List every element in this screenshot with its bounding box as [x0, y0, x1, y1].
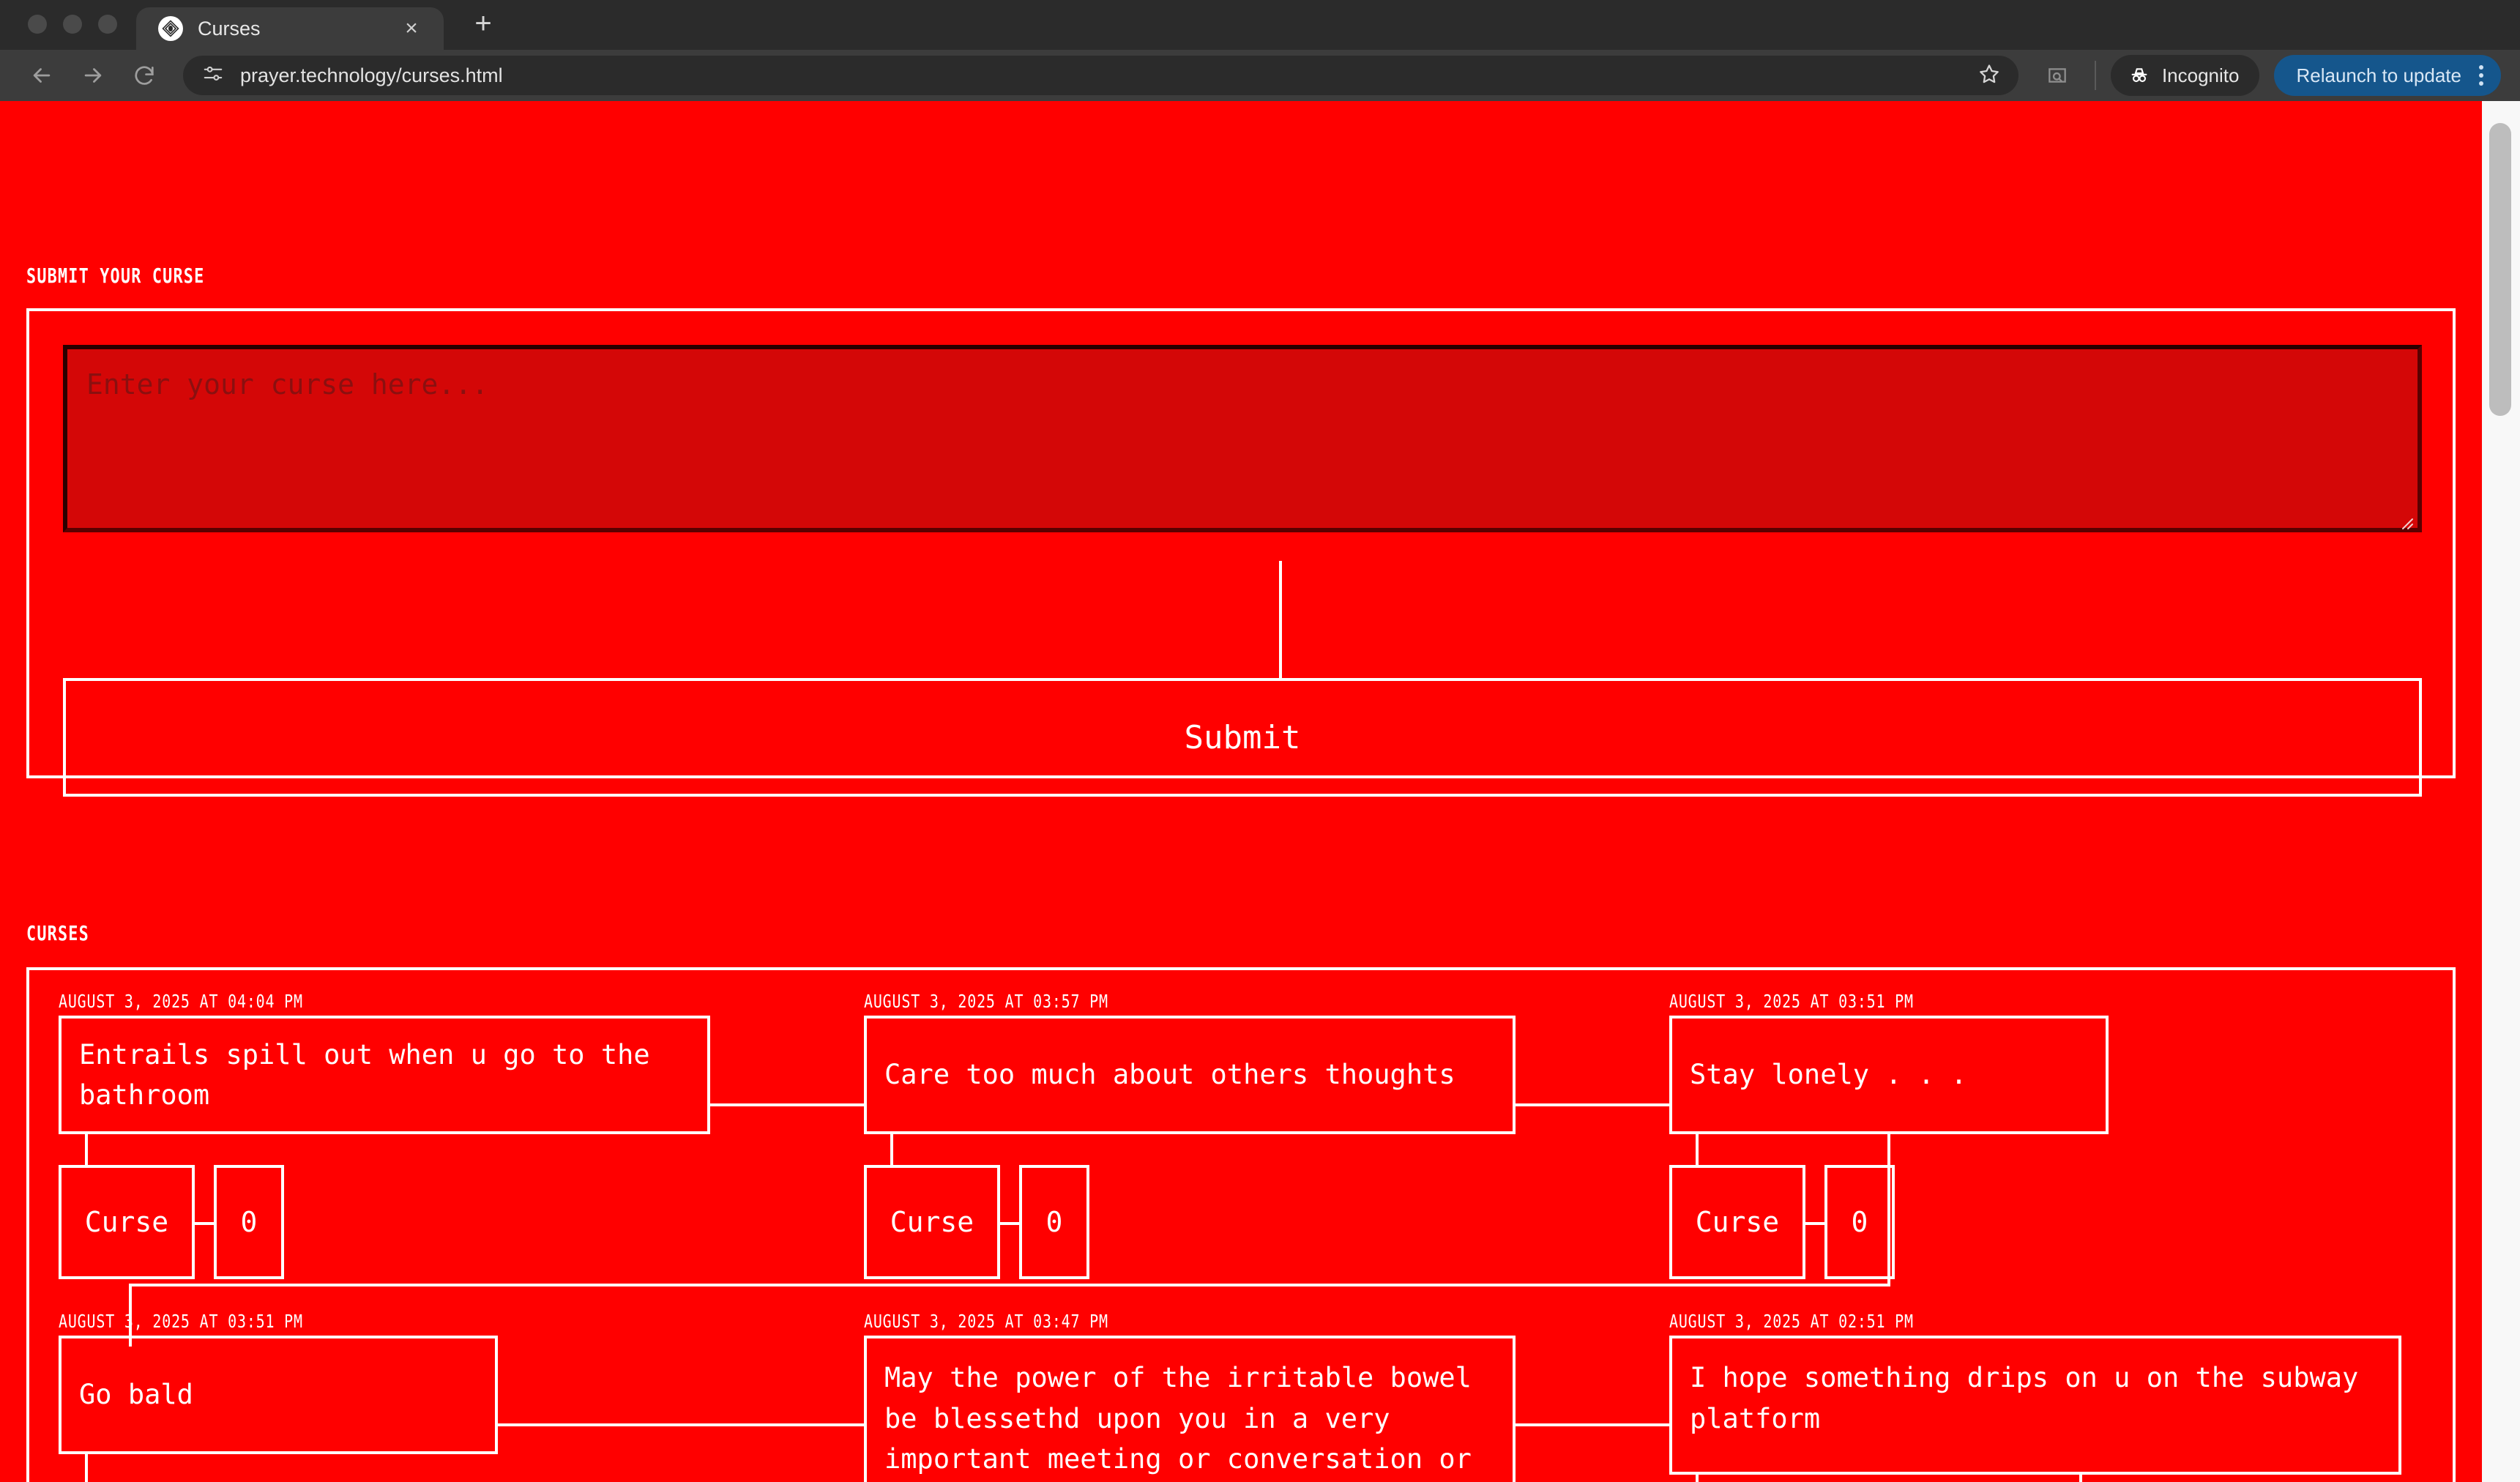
browser-toolbar: prayer.technology/curses.html [0, 50, 2520, 101]
window-controls [0, 15, 136, 50]
tab-strip: Curses × + [0, 0, 2520, 50]
curses-grid: AUGUST 3, 2025 AT 04:04 PM Entrails spil… [29, 970, 2453, 1482]
maximize-window-button[interactable] [98, 15, 117, 34]
curses-row: AUGUST 3, 2025 AT 03:51 PM Go bald Curse… [29, 1290, 2453, 1482]
connector-line [1696, 1475, 1699, 1482]
connector-line [1000, 1222, 1019, 1225]
forward-button[interactable] [70, 53, 116, 98]
connector-line [129, 1284, 1890, 1286]
toolbar-right-group: Incognito Relaunch to update [2035, 53, 2501, 98]
incognito-label: Incognito [2161, 64, 2240, 86]
submit-button[interactable]: Submit [63, 678, 2422, 797]
submit-section-label: SUBMIT YOUR CURSE [26, 264, 205, 288]
connector-line [1887, 1134, 1890, 1285]
connector-line [129, 1284, 132, 1347]
curses-row: AUGUST 3, 2025 AT 04:04 PM Entrails spil… [29, 970, 2453, 1290]
incognito-indicator[interactable]: Incognito [2110, 55, 2260, 96]
page-viewport: SUBMIT YOUR CURSE Submit CURSES [0, 101, 2520, 1482]
curse-action-button[interactable]: Curse [864, 1165, 1000, 1279]
curse-count: 0 [1824, 1165, 1895, 1279]
back-button[interactable] [19, 53, 64, 98]
curse-actions: Curse 0 [1669, 1165, 1895, 1279]
connector-line [1516, 1103, 1672, 1106]
incognito-icon [2128, 64, 2150, 86]
connector-line [85, 1134, 88, 1165]
connector-line [1696, 1134, 1699, 1165]
curse-text-card: May the power of the irritable bowel be … [864, 1336, 1516, 1482]
curse-input[interactable] [63, 345, 2422, 532]
curse-text-card: Care too much about others thoughts [864, 1016, 1516, 1134]
tab-search-icon[interactable] [2035, 53, 2080, 98]
curse-text-card: I hope something drips on u on the subwa… [1669, 1336, 2401, 1475]
curse-actions: Curse 0 [864, 1165, 1089, 1279]
curse-text-card: Entrails spill out when u go to the bath… [59, 1016, 710, 1134]
relaunch-to-update-button[interactable]: Relaunch to update [2274, 55, 2501, 96]
connector-line [1516, 1423, 1672, 1426]
connector-line [1805, 1222, 1824, 1225]
connector-line [498, 1423, 867, 1426]
relaunch-label: Relaunch to update [2296, 64, 2461, 86]
connector-line [890, 1134, 893, 1165]
star-icon[interactable] [1977, 62, 2001, 89]
curses-list-container: AUGUST 3, 2025 AT 04:04 PM Entrails spil… [26, 967, 2456, 1482]
curse-timestamp: AUGUST 3, 2025 AT 02:51 PM [1669, 1311, 1914, 1332]
form-connector-line [1279, 561, 1282, 678]
tab-title: Curses [198, 17, 261, 40]
minimize-window-button[interactable] [63, 15, 82, 34]
scrollbar-thumb[interactable] [2489, 123, 2511, 416]
curse-timestamp: AUGUST 3, 2025 AT 03:51 PM [59, 1311, 303, 1332]
curse-text-card: Go bald [59, 1336, 498, 1454]
curse-count: 0 [1019, 1165, 1089, 1279]
concentric-diamond-icon [158, 16, 183, 41]
address-bar[interactable]: prayer.technology/curses.html [183, 56, 2018, 95]
curse-timestamp: AUGUST 3, 2025 AT 03:47 PM [864, 1311, 1108, 1332]
connector-line [85, 1454, 88, 1482]
connector-line [2079, 1475, 2082, 1482]
curse-text-card: Stay lonely . . . [1669, 1016, 2109, 1134]
new-tab-button[interactable]: + [474, 7, 492, 40]
curses-page: SUBMIT YOUR CURSE Submit CURSES [0, 101, 2482, 1482]
kebab-menu-icon[interactable] [2475, 65, 2488, 86]
toolbar-divider [2094, 61, 2096, 90]
browser-tab[interactable]: Curses × [136, 7, 444, 50]
page-scrollbar[interactable] [2482, 101, 2520, 1482]
connector-line [195, 1222, 214, 1225]
url-text: prayer.technology/curses.html [240, 64, 503, 86]
reload-button[interactable] [122, 53, 167, 98]
curse-action-button[interactable]: Curse [59, 1165, 195, 1279]
tune-icon[interactable] [202, 63, 224, 88]
connector-line [710, 1103, 867, 1106]
curse-timestamp: AUGUST 3, 2025 AT 03:51 PM [1669, 991, 1914, 1012]
curse-count: 0 [214, 1165, 284, 1279]
close-window-button[interactable] [28, 15, 47, 34]
curse-actions: Curse 0 [59, 1165, 284, 1279]
submit-curse-form: Submit [26, 308, 2456, 797]
curse-timestamp: AUGUST 3, 2025 AT 04:04 PM [59, 991, 303, 1012]
close-icon[interactable]: × [405, 16, 418, 40]
curse-timestamp: AUGUST 3, 2025 AT 03:57 PM [864, 991, 1108, 1012]
curse-action-button[interactable]: Curse [1669, 1165, 1805, 1279]
curses-section-label: CURSES [26, 921, 89, 945]
